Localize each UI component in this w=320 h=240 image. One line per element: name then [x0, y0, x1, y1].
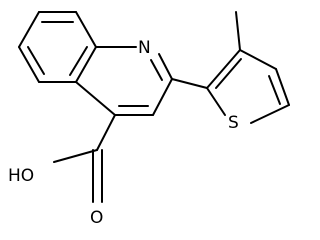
bond-thio-c4-c5 — [275, 68, 290, 106]
bond-thio-c2-c3-inner — [215, 58, 242, 89]
hydroxyl-label: HO — [8, 166, 34, 186]
bond-thio-c4-c5-inner — [268, 75, 281, 105]
bond-thio-c3-c4 — [239, 49, 277, 70]
structure-diagram: N S HO O — [8, 11, 290, 228]
bond-pyr-n-c2 — [158, 53, 173, 80]
nitrogen-atom-label: N — [138, 38, 151, 58]
bond-carboxyl-oh — [53, 149, 98, 163]
bond-benzo-c3-c4-inner — [69, 46, 88, 76]
bond-methyl — [235, 11, 241, 51]
bond-benzo-c5-c6-inner — [27, 46, 45, 75]
bond-pyr-n-c2-inner — [150, 59, 163, 81]
bond-thio-c5-s — [250, 104, 290, 124]
bond-c4-carboxyl — [96, 114, 116, 151]
carbonyl-oxygen-label: O — [90, 208, 103, 228]
bond-benzo-c2-c3 — [75, 11, 97, 48]
molecule-canvas: N S HO O — [8, 11, 290, 228]
bond-quinoline-thiophene — [171, 78, 208, 89]
bond-benzo-c5-c6 — [18, 46, 40, 83]
bond-pyr-c2-c3 — [152, 78, 173, 116]
bond-thio-s-c2 — [206, 87, 226, 116]
bond-benzo-c6-c1 — [18, 11, 40, 48]
bond-pyr-c4-c4a — [75, 81, 116, 116]
bond-thio-c2-c3 — [206, 49, 241, 89]
sulfur-atom-label: S — [228, 113, 239, 133]
bond-benzo-c3-c4 — [75, 46, 97, 83]
